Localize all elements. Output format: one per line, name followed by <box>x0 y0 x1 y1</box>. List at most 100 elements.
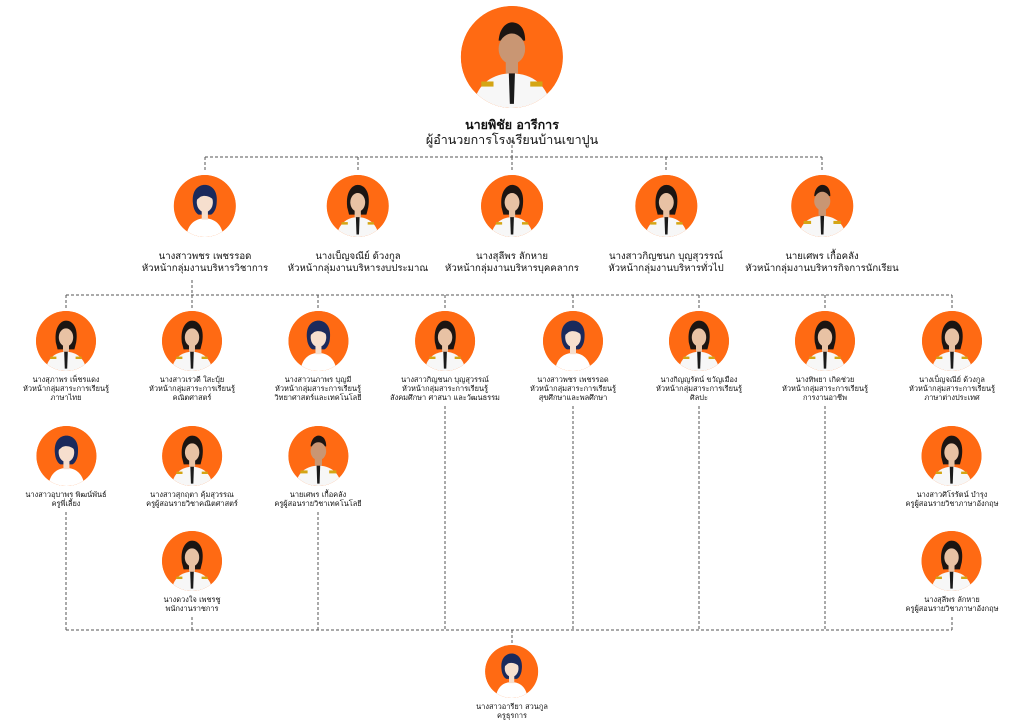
head-name: นางเบ็ญจณีย์ ด้วงกูล <box>315 251 401 262</box>
head-avatar <box>480 175 543 237</box>
photo-woman-uniform-icon <box>480 175 543 237</box>
staff-position: พนักงานราชการ <box>165 603 219 613</box>
head-card: นางสุลีพร ลักหาย หัวหน้ากลุ่มงานบริหารบุ… <box>445 175 579 274</box>
staff-avatar <box>288 426 348 486</box>
head-name: นายเศพร เกื้อคลัง <box>785 251 859 262</box>
staff-position: ครูผู้สอนรายวิชาภาษาอังกฤษ <box>905 498 999 508</box>
clerk-name: นางสาวอารียา สวนกูล <box>476 702 548 711</box>
woman-silhouette-icon <box>542 311 603 371</box>
group-name: นางเบ็ญจณีย์ ด้วงกูล <box>919 375 985 384</box>
staff-name: นางสาวศิโรรัตน์ บำรุง <box>916 490 988 499</box>
head-name: นางสาวพชร เพชรรอด <box>158 251 252 262</box>
photo-woman-uniform-icon <box>922 531 982 591</box>
group-avatar <box>794 311 855 371</box>
staff-card: นางดวงใจ เพชรชู พนักงานราชการ <box>162 531 222 614</box>
group-name: นางสาวนภาพร บุญมี <box>284 375 352 384</box>
photo-woman-uniform-icon <box>922 426 982 486</box>
head-avatar <box>174 175 236 237</box>
staff-name: นางสุลีพร ลักหาย <box>924 595 980 604</box>
staff-name: นางดวงใจ เพชรชู <box>163 595 221 604</box>
group-avatar <box>415 311 475 371</box>
group-card: นางกิญญรัตน์ ขวัญเมือง หัวหน้ากลุ่มสาระก… <box>656 311 742 403</box>
head-position: หัวหน้ากลุ่มงานบริหารบุคคลากร <box>445 262 579 274</box>
head-avatar <box>326 175 389 237</box>
head-avatar <box>634 175 697 237</box>
staff-avatar <box>922 531 982 591</box>
head-card: นางเบ็ญจณีย์ ด้วงกูล หัวหน้ากลุ่มงานบริห… <box>287 175 429 274</box>
head-name: นางสาวกิญชนก บุญสุวรรณ์ <box>609 251 723 262</box>
group-name: นางสุภาพร เพ็ชรแดง <box>32 375 100 384</box>
head-card: นางสาวพชร เพชรรอด หัวหน้ากลุ่มงานบริหารว… <box>142 175 268 274</box>
woman-silhouette-icon <box>287 311 348 371</box>
group-position: หัวหน้ากลุ่มสาระการเรียนรู้ <box>22 383 110 393</box>
head-position: หัวหน้ากลุ่มงานบริหารวิชาการ <box>141 262 269 274</box>
director-position: ผู้อำนวยการโรงเรียนบ้านเขาปูน <box>425 132 599 147</box>
staff-avatar <box>161 426 222 486</box>
group-name: นางทิพยา เกิดช่วย <box>795 375 855 384</box>
clerk-avatar <box>485 645 539 698</box>
head-card: นางสาวกิญชนก บุญสุวรรณ์ หัวหน้ากลุ่มงานบ… <box>608 175 724 274</box>
clerk-card: นางสาวอารียา สวนกูล ครูธุรการ <box>476 645 548 721</box>
staff-name: นางสาวสุกฤตา คุ้มสุวรรณ <box>150 490 234 499</box>
group-card: นางสุภาพร เพ็ชรแดง หัวหน้ากลุ่มสาระการเร… <box>23 311 109 403</box>
group-card: นางทิพยา เกิดช่วย หัวหน้ากลุ่มสาระการเรี… <box>782 311 868 403</box>
group-avatar <box>668 311 729 371</box>
staff-card: นางสาวอุบาพร พิฒน์พันธ์ ครูพี่เลี้ยง <box>25 426 107 509</box>
group-name: นางกิญญรัตน์ ขวัญเมือง <box>660 375 738 384</box>
woman-silhouette-icon <box>485 645 539 698</box>
group-position: หัวหน้ากลุ่มสาระการเรียนรู้ <box>781 383 869 393</box>
staff-card: นายเศพร เกื้อคลัง ครูผู้สอนรายวิชาเทคโนโ… <box>274 426 362 509</box>
photo-woman-uniform-icon <box>161 311 222 371</box>
director-avatar <box>461 6 563 108</box>
group-card: นางสาวกิญชนก บุญสุวรรณ์ หัวหน้ากลุ่มสาระ… <box>390 311 500 403</box>
group-subject: ภาษาต่างประเทศ <box>924 392 980 402</box>
photo-man-uniform-icon <box>461 6 563 108</box>
staff-name: นายเศพร เกื้อคลัง <box>289 490 347 499</box>
director-name: นายพิชัย อารีการ <box>465 117 559 132</box>
group-subject: ศิลปะ <box>690 392 708 402</box>
group-subject: ภาษาไทย <box>50 392 82 402</box>
group-card: นางเบ็ญจณีย์ ด้วงกูล หัวหน้ากลุ่มสาระการ… <box>909 311 995 403</box>
group-position: หัวหน้ากลุ่มสาระการเรียนรู้ <box>148 383 236 393</box>
group-avatar <box>287 311 348 371</box>
group-card: นางสาวนภาพร บุญมี หัวหน้ากลุ่มสาระการเรี… <box>274 311 362 403</box>
photo-woman-uniform-icon <box>634 175 697 237</box>
group-subject: การงานอาชีพ <box>803 392 847 402</box>
photo-woman-uniform-icon <box>415 311 475 371</box>
head-name: นางสุลีพร ลักหาย <box>476 251 548 262</box>
head-position: หัวหน้ากลุ่มงานบริหารงบประมาณ <box>287 262 429 274</box>
photo-man-uniform-icon <box>288 426 348 486</box>
head-position: หัวหน้ากลุ่มงานบริหารทั่วไป <box>608 262 724 274</box>
photo-woman-uniform-icon <box>326 175 389 237</box>
director-card: นายพิชัย อารีการ ผู้อำนวยการโรงเรียนบ้าน… <box>426 6 598 147</box>
group-name: นางสาวเรวดี ใสะบุ้ย <box>159 375 225 384</box>
staff-position: ครูผู้สอนรายวิชาเทคโนโลยี <box>274 498 362 508</box>
group-subject: วิทยาศาสตร์และเทคโนโลยี <box>274 392 362 402</box>
group-card: นางสาวพชร เพชรรอด หัวหน้ากลุ่มสาระการเรี… <box>530 311 616 403</box>
staff-avatar <box>35 426 96 486</box>
group-subject: คณิตศาสตร์ <box>172 392 212 402</box>
group-position: หัวหน้ากลุ่มสาระการเรียนรู้ <box>655 383 743 393</box>
photo-woman-uniform-icon <box>35 311 96 371</box>
staff-position: ครูผู้สอนรายวิชาคณิตศาสตร์ <box>146 498 238 508</box>
group-avatar <box>542 311 603 371</box>
clerk-position: ครูธุรการ <box>496 710 527 720</box>
group-card: นางสาวเรวดี ใสะบุ้ย หัวหน้ากลุ่มสาระการเ… <box>149 311 235 403</box>
staff-card: นางสุลีพร ลักหาย ครูผู้สอนรายวิชาภาษาอัง… <box>906 531 998 614</box>
woman-silhouette-icon <box>35 426 96 486</box>
staff-card: นางสาวศิโรรัตน์ บำรุง ครูผู้สอนรายวิชาภา… <box>905 426 999 509</box>
head-card: นายเศพร เกื้อคลัง หัวหน้ากลุ่มงานบริหารก… <box>745 175 899 274</box>
group-name: นางสาวกิญชนก บุญสุวรรณ์ <box>401 375 489 384</box>
head-position: หัวหน้ากลุ่มงานบริหารกิจการนักเรียน <box>745 262 899 274</box>
group-position: หัวหน้ากลุ่มสาระการเรียนรู้ <box>908 383 996 393</box>
photo-woman-uniform-icon <box>921 311 982 371</box>
group-subject: สังคมศึกษา ศาสนา และวัฒนธรรม <box>390 392 500 402</box>
group-avatar <box>35 311 96 371</box>
staff-avatar <box>922 426 982 486</box>
group-avatar <box>921 311 982 371</box>
photo-woman-uniform-icon <box>161 426 222 486</box>
photo-woman-uniform-icon <box>794 311 855 371</box>
head-avatar <box>791 175 853 237</box>
staff-position: ครูพี่เลี้ยง <box>51 498 81 508</box>
woman-silhouette-icon <box>174 175 236 237</box>
